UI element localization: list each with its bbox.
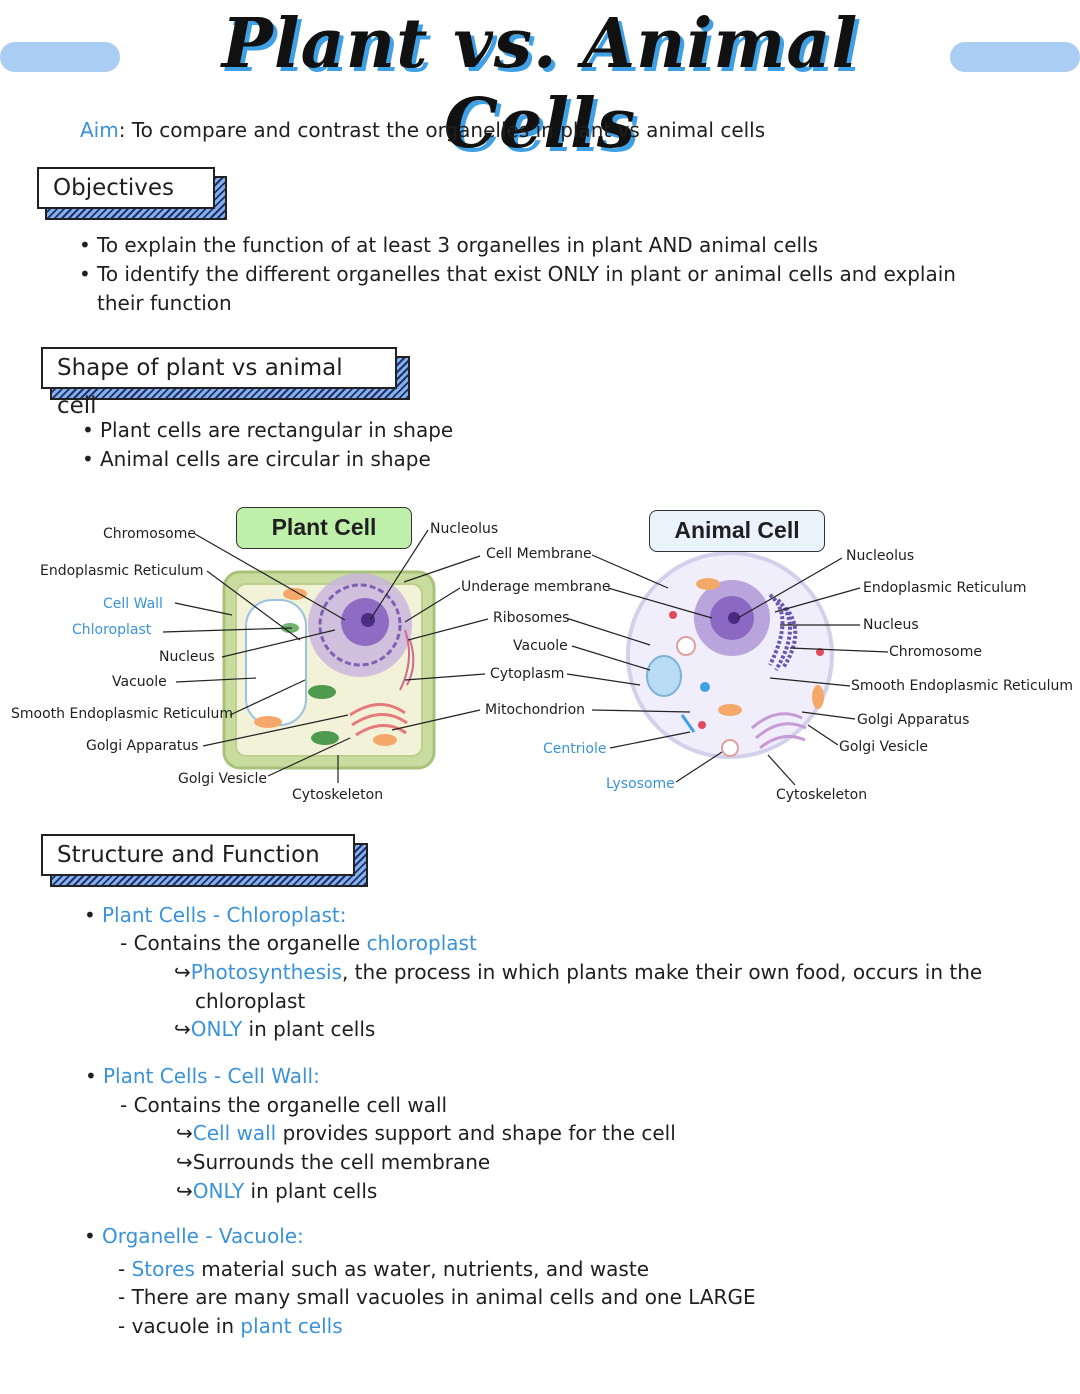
animal-label-chromosome: Chromosome: [889, 644, 982, 660]
animal-label-nucleolus: Nucleolus: [846, 548, 915, 564]
objective-item-2: •To identify the different organelles th…: [79, 262, 956, 286]
structure-heading: Structure and Function: [41, 834, 355, 876]
label-cell-membrane: Cell Membrane: [486, 546, 592, 562]
chloroplast-line-4: ↪ONLY in plant cells: [174, 1017, 376, 1041]
label-cytoplasm: Cytoplasm: [490, 666, 565, 682]
plant-label-golgi: Golgi Apparatus: [86, 738, 199, 754]
cell-wall-line-2: ↪Cell wall provides support and shape fo…: [176, 1121, 676, 1145]
animal-label-golgi: Golgi Apparatus: [857, 712, 970, 728]
animal-label-er: Endoplasmic Reticulum: [863, 580, 1027, 596]
objective-item-1: •To explain the function of at least 3 o…: [79, 233, 819, 257]
label-nucleolus: Nucleolus: [430, 521, 499, 537]
label-underage-membrane: Underage membrane: [461, 579, 611, 595]
plant-label-smooth-er: Smooth Endoplasmic Reticulum: [11, 706, 234, 722]
plant-cell-tag: Plant Cell: [236, 507, 412, 549]
aim-text: : To compare and contrast the organelles…: [118, 118, 766, 142]
label-lysosome: Lysosome: [606, 776, 675, 792]
cell-wall-line-1: - Contains the organelle cell wall: [120, 1093, 448, 1117]
cell-wall-line-3: ↪Surrounds the cell membrane: [176, 1150, 491, 1174]
plant-label-chromosome: Chromosome: [103, 526, 196, 542]
objective-item-2-cont: their function: [97, 291, 232, 315]
animal-cell-tag: Animal Cell: [649, 510, 825, 552]
vacuole-heading: •Organelle - Vacuole:: [84, 1224, 304, 1248]
plant-label-cell-wall: Cell Wall: [103, 596, 163, 612]
label-centriole: Centriole: [543, 741, 607, 757]
title-bar-left: [0, 42, 120, 72]
page-title: Plant vs. Animal Cells: [221, 4, 859, 164]
plant-cell-illustration: [222, 570, 436, 770]
chloroplast-heading: •Plant Cells - Chloroplast:: [84, 903, 347, 927]
aim: Aim: To compare and contrast the organel…: [80, 118, 765, 142]
plant-label-nucleus: Nucleus: [159, 649, 215, 665]
cell-wall-line-4: ↪ONLY in plant cells: [176, 1179, 378, 1203]
animal-label-nucleus: Nucleus: [863, 617, 919, 633]
aim-label: Aim: [80, 118, 119, 142]
shape-item-1: •Plant cells are rectangular in shape: [82, 418, 454, 442]
vacuole-line-1: - Stores material such as water, nutrien…: [118, 1257, 649, 1281]
plant-label-chloroplast: Chloroplast: [72, 622, 152, 638]
animal-label-golgi-vesicle: Golgi Vesicle: [839, 739, 929, 755]
chloroplast-line-1: - Contains the organelle chloroplast: [120, 931, 477, 955]
animal-label-smooth-er: Smooth Endoplasmic Reticulum: [851, 678, 1074, 694]
plant-label-cytoskeleton: Cytoskeleton: [292, 787, 384, 803]
label-ribosomes: Ribosomes: [493, 610, 570, 626]
cell-wall-heading: •Plant Cells - Cell Wall:: [85, 1064, 320, 1088]
chloroplast-line-2: ↪Photosynthesis, the process in which pl…: [174, 960, 983, 984]
plant-label-golgi-vesicle: Golgi Vesicle: [178, 771, 268, 787]
objectives-heading: Objectives: [37, 167, 215, 209]
vacuole-line-3: - vacuole in plant cells: [118, 1314, 343, 1338]
animal-cell-illustration: [626, 551, 834, 759]
plant-label-vacuole: Vacuole: [112, 674, 167, 690]
cell-diagram: [162, 529, 889, 786]
label-vacuole: Vacuole: [513, 638, 568, 654]
shape-heading: Shape of plant vs animal cell: [41, 347, 397, 419]
shape-item-2: •Animal cells are circular in shape: [82, 447, 431, 471]
plant-label-er: Endoplasmic Reticulum: [40, 563, 204, 579]
chloroplast-line-3: chloroplast: [195, 989, 306, 1013]
title-bar-right: [950, 42, 1080, 72]
animal-label-cytoskeleton: Cytoskeleton: [776, 787, 868, 803]
vacuole-line-2: - There are many small vacuoles in anima…: [118, 1285, 756, 1309]
label-mitochondrion: Mitochondrion: [485, 702, 586, 718]
